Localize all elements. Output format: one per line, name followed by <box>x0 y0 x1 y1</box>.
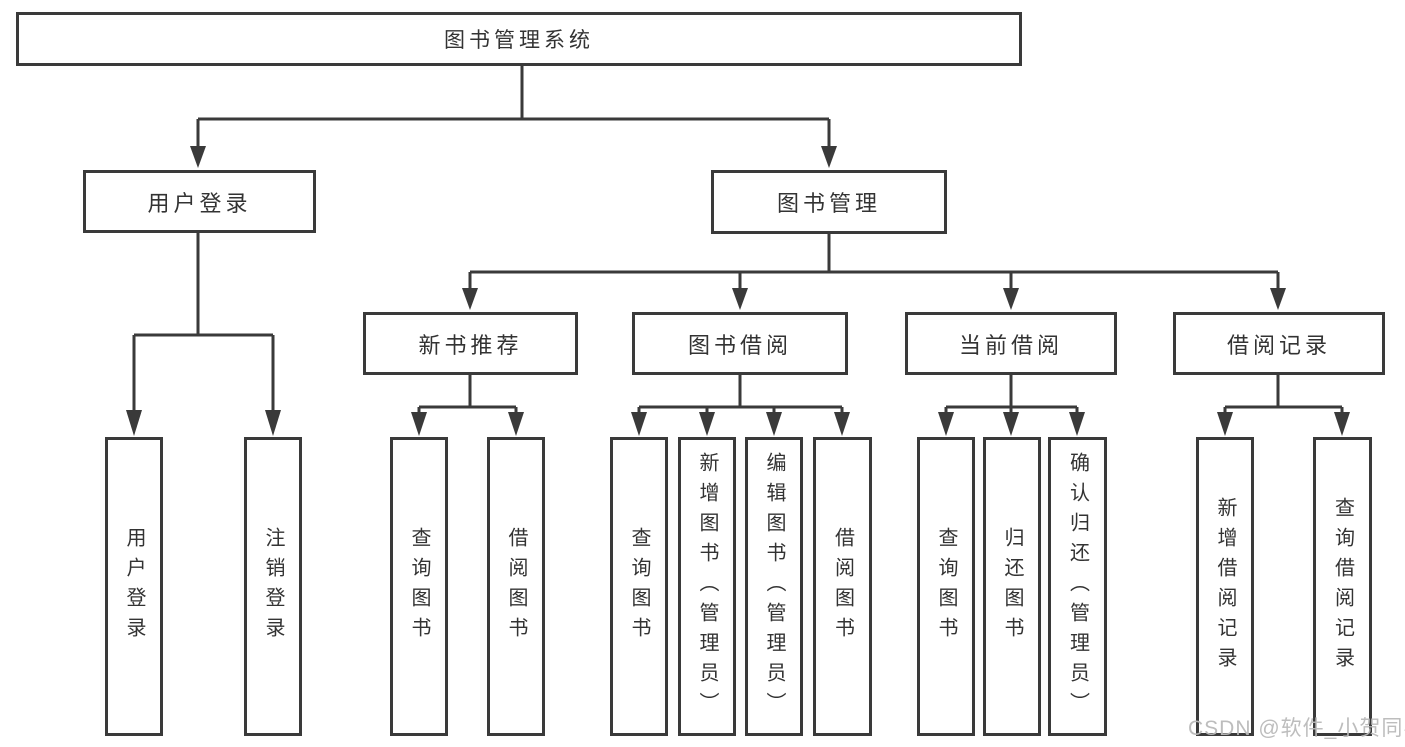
leaf-query-borrow-record: 查询借阅记录 <box>1313 437 1372 736</box>
leaf-query-books-current: 查询图书 <box>917 437 975 736</box>
leaf-logout: 注销登录 <box>244 437 302 736</box>
node-root: 图书管理系统 <box>16 12 1022 66</box>
leaf-label: 查询借阅记录 <box>1331 496 1354 677</box>
leaf-label: 查询图书 <box>628 526 650 647</box>
leaf-label: 注销登录 <box>262 526 284 647</box>
arrowhead-icon <box>508 412 524 436</box>
node-user-login: 用户登录 <box>83 170 316 233</box>
leaf-label: 新增借阅记录 <box>1214 496 1236 677</box>
arrowhead-icon <box>1217 412 1233 436</box>
leaf-add-borrow-record: 新增借阅记录 <box>1196 437 1254 736</box>
arrowhead-icon <box>938 412 954 436</box>
leaf-label: 查询图书 <box>935 526 957 647</box>
arrowhead-icon <box>126 410 142 436</box>
arrowhead-icon <box>1270 288 1286 310</box>
leaf-label: 确认归还（管理员） <box>1066 451 1089 722</box>
node-book-borrowing: 图书借阅 <box>632 312 848 375</box>
leaf-label: 编辑图书（管理员） <box>763 451 785 722</box>
arrowhead-icon <box>631 412 647 436</box>
leaf-query-books-recommend: 查询图书 <box>390 437 448 736</box>
arrowhead-icon <box>265 410 281 436</box>
leaf-label: 用户登录 <box>123 526 145 647</box>
arrowhead-icon <box>766 412 782 436</box>
arrowhead-icon <box>1003 288 1019 310</box>
node-current-borrowing: 当前借阅 <box>905 312 1117 375</box>
leaf-confirm-return-admin: 确认归还（管理员） <box>1048 437 1107 736</box>
leaf-label: 查询图书 <box>408 526 430 647</box>
arrowheads <box>126 146 1350 436</box>
arrowhead-icon <box>821 146 837 168</box>
leaf-return-books: 归还图书 <box>983 437 1041 736</box>
leaf-label: 新增图书（管理员） <box>696 451 718 722</box>
arrowhead-icon <box>1069 412 1085 436</box>
leaf-label: 借阅图书 <box>505 526 527 647</box>
arrowhead-icon <box>834 412 850 436</box>
arrowhead-icon <box>411 412 427 436</box>
arrowhead-icon <box>699 412 715 436</box>
leaf-query-books-borrowing: 查询图书 <box>610 437 668 736</box>
leaf-label: 归还图书 <box>1001 526 1023 647</box>
arrowhead-icon <box>732 288 748 310</box>
leaf-borrow-books-recommend: 借阅图书 <box>487 437 545 736</box>
leaf-edit-book-admin: 编辑图书（管理员） <box>745 437 803 736</box>
node-new-book-recommend: 新书推荐 <box>363 312 578 375</box>
leaf-add-book-admin: 新增图书（管理员） <box>678 437 736 736</box>
arrowhead-icon <box>462 288 478 310</box>
leaf-label: 借阅图书 <box>831 526 854 647</box>
leaf-user-login: 用户登录 <box>105 437 163 736</box>
arrowhead-icon <box>190 146 206 168</box>
node-borrowing-records: 借阅记录 <box>1173 312 1385 375</box>
arrowhead-icon <box>1334 412 1350 436</box>
arrowhead-icon <box>1003 412 1019 436</box>
leaf-borrow-books-borrowing: 借阅图书 <box>813 437 872 736</box>
node-book-management: 图书管理 <box>711 170 947 234</box>
